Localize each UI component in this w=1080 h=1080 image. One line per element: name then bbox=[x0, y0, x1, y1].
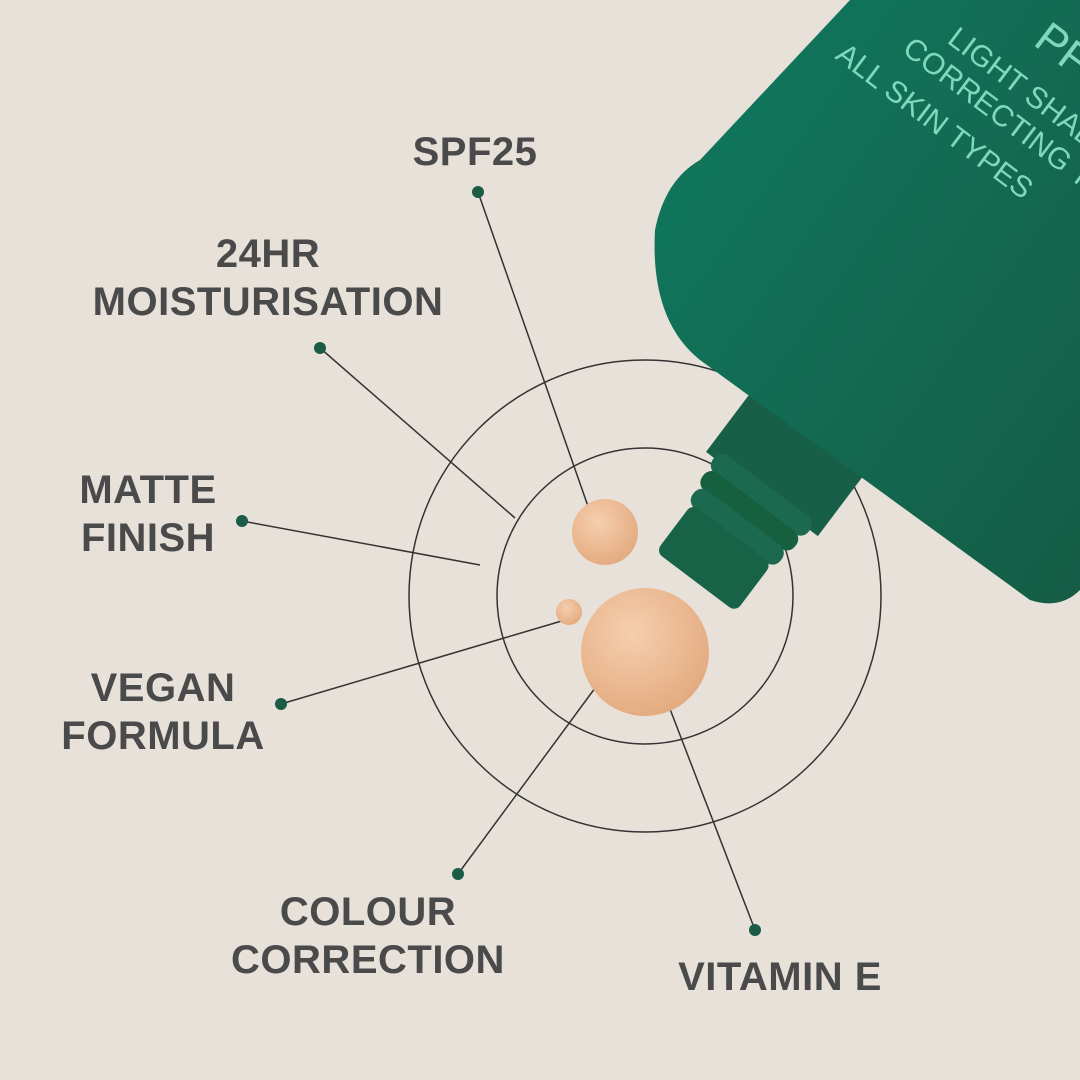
product-tube bbox=[654, 0, 1080, 604]
label-line: SPF25 bbox=[412, 130, 538, 174]
dot bbox=[236, 515, 248, 527]
drop-small bbox=[572, 499, 638, 565]
label-line: VEGAN bbox=[90, 666, 236, 710]
dot bbox=[472, 186, 484, 198]
leader-line bbox=[457, 683, 599, 875]
dot bbox=[452, 868, 464, 880]
dot bbox=[314, 342, 326, 354]
leader-line bbox=[477, 191, 591, 513]
inner-ring bbox=[496, 447, 794, 745]
label-line: FINISH bbox=[80, 516, 216, 560]
drop-large bbox=[581, 588, 709, 716]
label-line: MOISTURISATION bbox=[92, 280, 444, 324]
leader-line bbox=[241, 520, 481, 566]
label-line: COLOUR bbox=[279, 890, 457, 934]
drop-tiny bbox=[556, 599, 582, 625]
label-line: MATTE bbox=[79, 468, 217, 512]
leader-line bbox=[280, 619, 566, 705]
label-line: 24HR bbox=[215, 232, 321, 276]
leader-line bbox=[319, 347, 516, 519]
label-line: FORMULA bbox=[61, 714, 265, 758]
leader-line bbox=[659, 682, 756, 931]
tube-label-text: PF 2 LIGHT SHAD CORRECTING T ALL SKIN TY… bbox=[830, 13, 1080, 206]
feature-vitamin-e: VITAMIN E bbox=[650, 953, 910, 1001]
outer-ring bbox=[408, 359, 882, 833]
leader-dots bbox=[236, 186, 761, 936]
label-line: VITAMIN E bbox=[678, 955, 882, 999]
dot bbox=[749, 924, 761, 936]
label-line: CORRECTION bbox=[231, 938, 505, 982]
tube-nozzle bbox=[659, 379, 873, 609]
feature-spf25: SPF25 bbox=[375, 128, 575, 176]
leader-lines bbox=[241, 191, 756, 931]
dot bbox=[275, 698, 287, 710]
